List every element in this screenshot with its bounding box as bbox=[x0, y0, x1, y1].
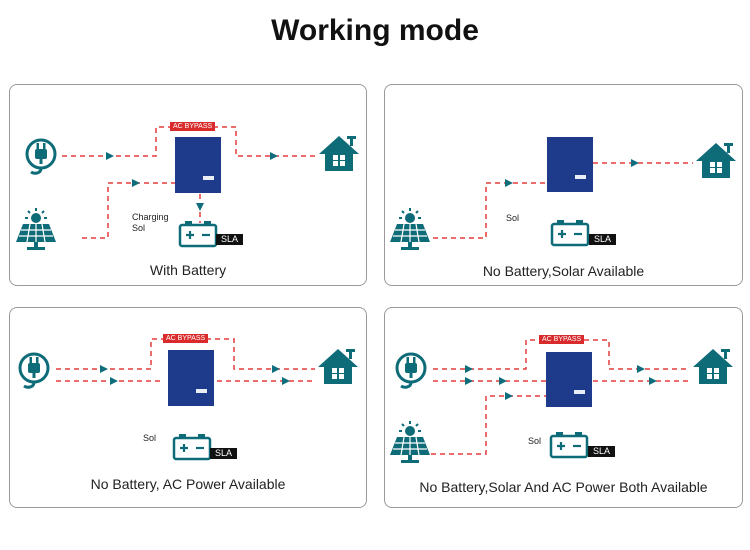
inverter-unit bbox=[168, 350, 214, 406]
sla-tag: SLA bbox=[588, 446, 616, 457]
solar-panel-icon bbox=[14, 208, 58, 252]
ac-bypass-label: AC BYPASS bbox=[539, 335, 585, 344]
flow-diagram bbox=[14, 126, 359, 252]
panel-ac-available: AC BYPASS Sol SLA No Battery, AC Power A… bbox=[9, 307, 367, 508]
solar-panel-icon bbox=[388, 208, 432, 252]
sla-tag: SLA bbox=[210, 448, 238, 459]
sla-tag: SLA bbox=[216, 234, 244, 245]
battery-icon bbox=[550, 219, 590, 247]
flow-diagram bbox=[388, 137, 736, 252]
sol-label: Sol bbox=[528, 436, 542, 446]
solar-panel-icon bbox=[388, 421, 432, 465]
ac-bypass-label: AC BYPASS bbox=[170, 122, 216, 131]
house-icon bbox=[693, 349, 733, 384]
house-icon bbox=[696, 143, 736, 178]
panel-solar-and-ac: AC BYPASS Sol SLA No Battery,Solar And A… bbox=[384, 307, 743, 508]
panel-caption: No Battery,Solar And AC Power Both Avail… bbox=[419, 479, 708, 495]
sla-tag: SLA bbox=[589, 234, 617, 245]
battery-icon bbox=[178, 220, 218, 248]
house-icon bbox=[319, 136, 359, 171]
page-title: Working mode bbox=[271, 14, 479, 47]
ac-plug-icon bbox=[18, 352, 50, 389]
sol-label: Sol bbox=[132, 223, 146, 233]
inverter-unit bbox=[546, 352, 592, 407]
panel-solar-available: Sol SLA No Battery,Solar Available bbox=[384, 84, 743, 286]
panel-caption: With Battery bbox=[149, 262, 227, 278]
charging-label: Charging bbox=[132, 212, 169, 222]
sol-label: Sol bbox=[143, 433, 157, 443]
house-icon bbox=[318, 349, 358, 384]
panel-caption: No Battery, AC Power Available bbox=[90, 476, 286, 492]
ac-plug-icon bbox=[395, 352, 427, 389]
panel-caption: No Battery,Solar Available bbox=[482, 263, 645, 279]
sol-label: Sol bbox=[506, 213, 520, 223]
panel-with-battery: AC BYPASS Charging Sol SLA With Battery bbox=[9, 84, 367, 286]
battery-icon bbox=[172, 433, 212, 461]
ac-plug-icon bbox=[25, 138, 57, 175]
inverter-unit bbox=[547, 137, 593, 192]
battery-icon bbox=[549, 431, 589, 459]
inverter-unit bbox=[175, 137, 221, 193]
ac-bypass-label: AC BYPASS bbox=[163, 334, 209, 343]
